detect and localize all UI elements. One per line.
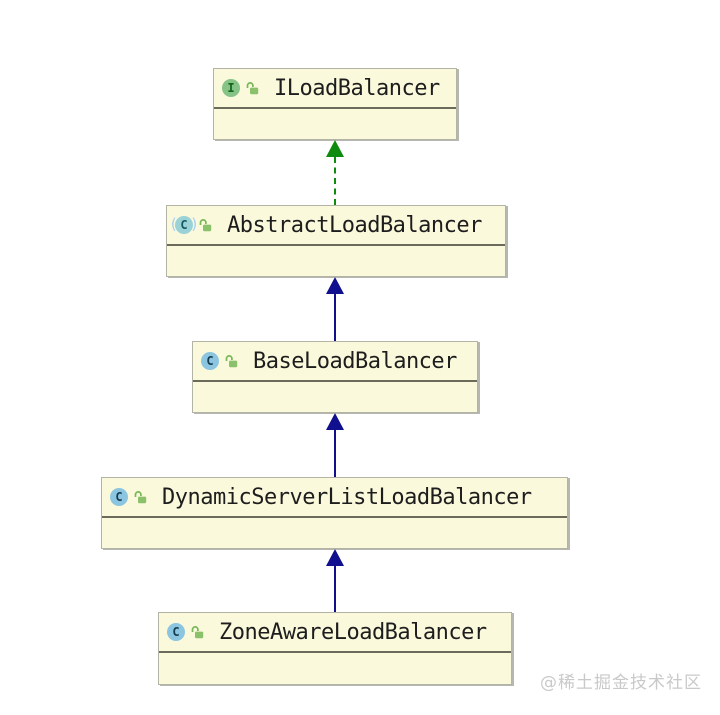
public-unlocked-icon: [191, 625, 204, 638]
extends-arrowhead-icon: [326, 549, 344, 566]
class-name: ILoadBalancer: [274, 75, 440, 101]
members-compartment[interactable]: [159, 653, 511, 684]
interface-icon: I: [222, 79, 240, 97]
class-icon: C: [110, 488, 128, 506]
members-compartment[interactable]: [102, 518, 567, 548]
members-compartment[interactable]: [214, 109, 456, 139]
node-title-row: C ZoneAwareLoadBalancer: [159, 613, 511, 653]
node-title-row: C AbstractLoadBalancer: [167, 206, 505, 246]
extends-arrowhead-icon: [326, 277, 344, 294]
public-unlocked-icon: [199, 218, 212, 231]
icon-cluster: C: [201, 352, 239, 370]
class-node-abstractloadbalancer[interactable]: C AbstractLoadBalancer: [166, 205, 506, 277]
public-unlocked-icon: [225, 354, 238, 367]
extends-arrowhead-icon: [326, 413, 344, 430]
icon-cluster: C: [169, 216, 213, 234]
class-node-dynamicserverlistloadbalancer[interactable]: C DynamicServerListLoadBalancer: [101, 477, 568, 549]
extends-edge-line[interactable]: [334, 293, 336, 341]
class-node-iloadbalancer[interactable]: I ILoadBalancer: [213, 68, 457, 140]
abstract-class-icon: C: [169, 216, 199, 234]
class-node-zoneawareloadbalancer[interactable]: C ZoneAwareLoadBalancer: [158, 612, 512, 685]
node-title-row: I ILoadBalancer: [214, 69, 456, 109]
implements-edge-line[interactable]: [334, 157, 336, 205]
class-icon: C: [167, 623, 185, 641]
members-compartment[interactable]: [167, 246, 505, 276]
public-unlocked-icon: [134, 490, 147, 503]
icon-cluster: C: [110, 488, 148, 506]
public-unlocked-icon: [246, 81, 259, 94]
node-title-row: C DynamicServerListLoadBalancer: [102, 478, 567, 518]
icon-cluster: C: [167, 623, 205, 641]
extends-edge-line[interactable]: [334, 429, 336, 477]
members-compartment[interactable]: [193, 382, 477, 412]
class-name: BaseLoadBalancer: [253, 348, 457, 374]
class-icon: C: [201, 352, 219, 370]
implements-arrowhead-icon: [326, 140, 344, 157]
extends-edge-line[interactable]: [334, 565, 336, 613]
class-node-baseloadbalancer[interactable]: C BaseLoadBalancer: [192, 341, 478, 413]
class-name: AbstractLoadBalancer: [227, 212, 482, 238]
watermark-text: @稀土掘金技术社区: [540, 673, 702, 693]
class-name: DynamicServerListLoadBalancer: [162, 484, 532, 510]
node-title-row: C BaseLoadBalancer: [193, 342, 477, 382]
icon-cluster: I: [222, 79, 260, 97]
class-name: ZoneAwareLoadBalancer: [219, 619, 487, 645]
